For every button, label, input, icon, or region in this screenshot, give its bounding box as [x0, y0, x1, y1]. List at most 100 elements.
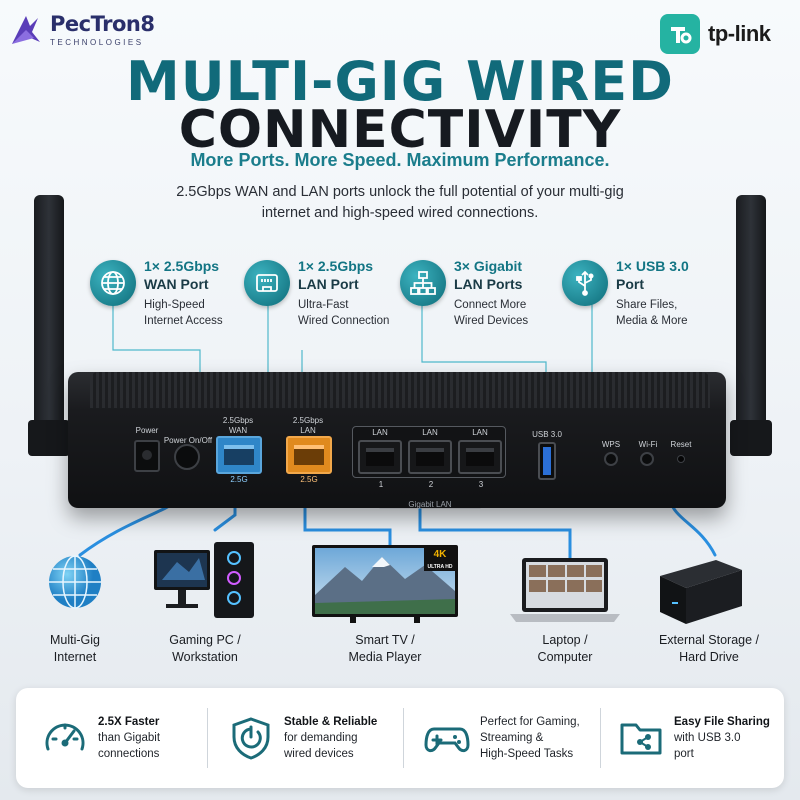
feature-gaming-line3: High-Speed Tasks — [480, 748, 574, 760]
ethernet-port-icon — [244, 260, 290, 306]
feature-faster: 2.5X Faster than Gigabit connections — [42, 698, 160, 778]
wps-label: WPS — [601, 440, 621, 449]
power-jack[interactable] — [134, 440, 160, 472]
feature-gaming: Perfect for Gaming, Streaming & High-Speed… — [424, 698, 580, 778]
feature-stable-line3: wired devices — [284, 748, 354, 760]
callout-usb-sub1: Share Files, — [616, 299, 678, 311]
feature-divider-2 — [403, 708, 404, 768]
power-button[interactable] — [174, 444, 200, 470]
tplink-mark-icon — [660, 14, 700, 54]
device-storage-label: External Storage /Hard Drive — [644, 632, 774, 666]
4k-badge: 4K ULTRA HD — [424, 547, 456, 571]
callout-usb-port: 1× USB 3.0 Port Share Files,Media & More — [562, 252, 732, 342]
headline-line2: CONNECTIVITY — [178, 100, 622, 160]
wan-label: WAN — [228, 426, 248, 435]
pectron8-logo: PecTron8 TECHNOLOGIES — [8, 8, 178, 52]
wifi-label: Wi-Fi — [638, 440, 658, 449]
feature-faster-line2: than Gigabit — [98, 732, 161, 744]
callout-lan-sub2: Wired Connection — [298, 315, 390, 327]
gigabit-lan-label: Gigabit LAN — [408, 500, 452, 509]
reset-label: Reset — [670, 440, 692, 449]
lan-number-2: 2 — [428, 480, 434, 489]
lan-speed-label: 2.5Gbps — [292, 416, 324, 425]
antenna-right — [736, 195, 766, 425]
lan-number-3: 3 — [478, 480, 484, 489]
callout-usb-title: Port — [616, 276, 644, 292]
reset-pinhole[interactable] — [677, 455, 685, 463]
lan-port-3-label: LAN — [472, 428, 488, 437]
callout-gigabit-title: LAN Ports — [454, 276, 523, 292]
tplink-name: tp-link — [708, 21, 771, 46]
device-tv-line1: Smart TV / — [355, 633, 415, 647]
device-gaming-pc-line1: Gaming PC / — [169, 633, 241, 647]
device-laptop-line1: Laptop / — [542, 633, 588, 647]
usb-label: USB 3.0 — [532, 430, 562, 439]
lan-port-1-label: LAN — [372, 428, 388, 437]
feature-faster-bold: 2.5X Faster — [98, 716, 160, 728]
tplink-logo: tp-link — [660, 12, 790, 56]
device-storage-line2: Hard Drive — [679, 650, 739, 664]
usb-icon — [562, 260, 608, 306]
folder-share-icon — [620, 723, 662, 755]
feature-divider-3 — [600, 708, 601, 768]
gaming-pc-icon — [152, 540, 262, 620]
callout-wan-count: 1× 2.5Gbps — [144, 258, 220, 274]
wan-port[interactable] — [216, 436, 262, 474]
callout-gigabit-sub1: Connect More — [454, 299, 527, 311]
wan-speed-label: 2.5Gbps — [222, 416, 254, 425]
lan-2-5g-port[interactable] — [286, 436, 332, 474]
feature-divider-1 — [207, 708, 208, 768]
gamepad-icon — [424, 727, 470, 753]
lan-2-5g-tag: 2.5G — [300, 475, 318, 484]
feature-file-sharing-line3: port — [674, 748, 694, 760]
feature-gaming-line2: Streaming & — [480, 732, 544, 744]
device-internet-line2: Internet — [53, 650, 97, 664]
device-tv-label: Smart TV / Media Player — [330, 632, 440, 666]
headline-line1: MULTI-GIG WIRED — [126, 50, 674, 113]
device-gaming-pc-label: Gaming PC / Workstation — [150, 632, 260, 666]
shield-icon — [232, 717, 270, 760]
callout-lan-title: LAN Port — [298, 276, 359, 292]
lan-port-2-label: LAN — [422, 428, 438, 437]
power-label: Power — [135, 426, 159, 435]
power-button-label: Power On/Off — [163, 436, 213, 445]
feature-bar — [16, 688, 784, 788]
feature-faster-line3: connections — [98, 748, 160, 760]
device-gaming-pc-line2: Workstation — [172, 650, 238, 664]
feature-file-sharing-line2: with USB 3.0 — [674, 732, 741, 744]
feature-gaming-line1: Perfect for Gaming, — [480, 716, 580, 728]
4k-badge-top: 4K — [433, 549, 447, 560]
device-laptop-line2: Computer — [537, 650, 593, 664]
antenna-left-hinge — [28, 420, 70, 456]
callout-gigabit-sub2: Wired Devices — [454, 315, 529, 327]
globe-icon — [45, 552, 105, 612]
usb-port[interactable] — [538, 442, 556, 480]
callout-gigabit-count: 3× Gigabit — [454, 258, 523, 274]
pectron8-mark-icon — [12, 16, 40, 44]
tagline: More Ports. More Speed. Maximum Performa… — [190, 150, 610, 170]
device-internet-line1: Multi-Gig — [49, 633, 100, 647]
pectron8-subtitle: TECHNOLOGIES — [50, 37, 144, 47]
callout-wan-title: WAN Port — [144, 276, 209, 292]
lan-port-2[interactable] — [408, 440, 452, 474]
laptop-icon — [510, 556, 620, 626]
pectron8-name: PecTron8 — [50, 11, 155, 36]
router-vent-grille — [90, 372, 710, 408]
network-switch-icon — [400, 260, 446, 306]
globe-icon — [90, 260, 136, 306]
wifi-button[interactable] — [640, 452, 654, 466]
description: 2.5Gbps WAN and LAN ports unlock the ful… — [176, 184, 624, 221]
feature-file-sharing-bold: Easy File Sharing — [674, 716, 770, 728]
antenna-left — [34, 195, 64, 425]
device-tv-line2: Media Player — [348, 650, 422, 664]
lan-port-3[interactable] — [458, 440, 502, 474]
callout-usb-count: 1× USB 3.0 — [616, 258, 689, 274]
wps-button[interactable] — [604, 452, 618, 466]
lan-port-1[interactable] — [358, 440, 402, 474]
external-drive-icon — [656, 556, 746, 626]
4k-badge-bottom: ULTRA HD — [427, 564, 453, 570]
callout-wan-sub1: High-Speed — [144, 299, 205, 311]
